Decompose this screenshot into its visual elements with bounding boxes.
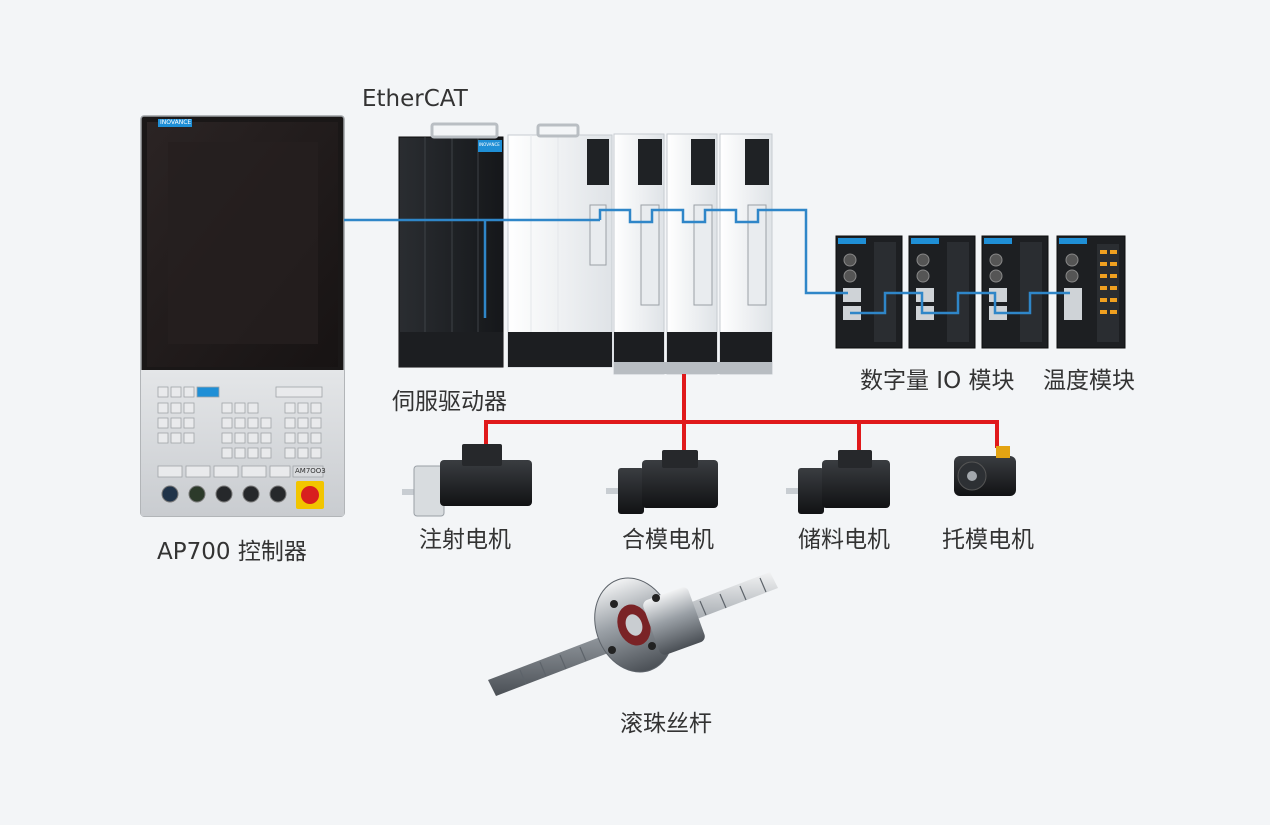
motor-ejector	[954, 446, 1016, 496]
motor-label-injection: 注射电机	[419, 527, 511, 553]
ethercat-label: EtherCAT	[362, 86, 468, 112]
controller-round-buttons	[161, 481, 324, 509]
motor-storage	[786, 450, 890, 514]
controller-screen-inner	[168, 142, 318, 344]
digital-io-label: 数字量 IO 模块	[860, 368, 1015, 394]
ethercat-line-io-chain	[850, 291, 1070, 315]
ap700-controller	[140, 115, 345, 517]
controller-brand-text: INOVANCE	[160, 119, 192, 126]
drive-narrow-3	[719, 133, 773, 375]
motor-label-ejector: 托模电机	[942, 527, 1034, 553]
motor-injection	[402, 444, 532, 517]
controller-logo-badge	[158, 119, 192, 127]
round-button	[242, 485, 260, 503]
controller-model-text: AM7OO3	[295, 467, 326, 475]
motor-clamp	[606, 450, 718, 514]
temperature-module	[1056, 235, 1126, 349]
ethercat-line-drive-chain	[598, 208, 848, 295]
round-button	[269, 485, 287, 503]
emergency-stop-icon	[301, 486, 319, 504]
round-button	[215, 485, 233, 503]
ballscrew-label: 滚珠丝杆	[620, 711, 712, 737]
drive-narrow-1	[613, 133, 665, 375]
power-lines	[484, 374, 999, 452]
drive-brand-text: INOVANCE	[479, 142, 500, 147]
ethercat-lines	[344, 208, 1070, 318]
controller-label: AP700 控制器	[157, 539, 307, 565]
motor-label-clamp: 合模电机	[622, 527, 714, 553]
round-button	[161, 485, 179, 503]
round-button	[188, 485, 206, 503]
ballscrew	[488, 572, 778, 696]
drive-narrow-2	[666, 133, 718, 375]
servo-drives-label: 伺服驱动器	[392, 389, 507, 415]
servo-drives	[398, 122, 773, 375]
temperature-module-label: 温度模块	[1043, 368, 1135, 394]
controller-keys	[157, 386, 324, 478]
motor-label-storage: 储料电机	[798, 527, 890, 553]
